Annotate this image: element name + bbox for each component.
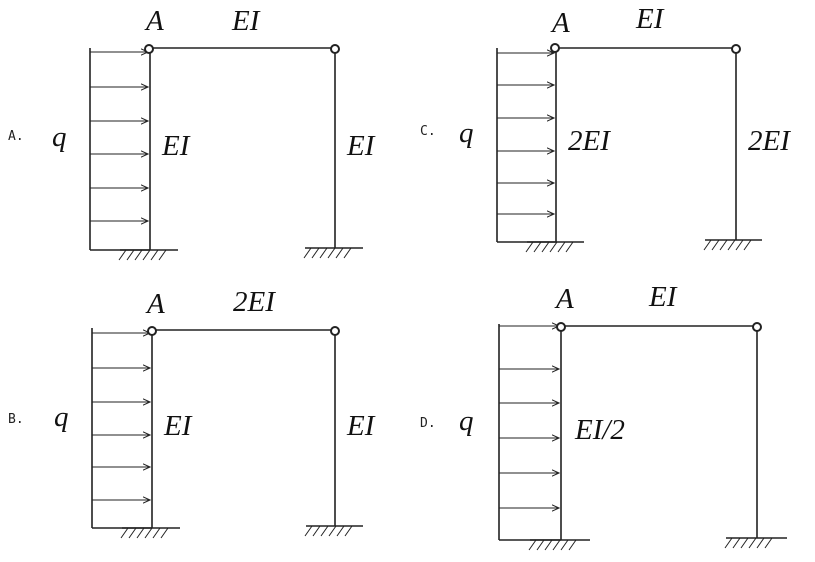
distributed-load [91,328,150,528]
fixed-support [703,239,762,251]
option-b-label: B. [8,412,24,427]
hinge-node [752,322,762,332]
option-d-label: D. [420,416,436,431]
hinge-node [731,44,741,54]
hinge-node [330,326,340,336]
beam-stiffness-label: EI [648,281,678,313]
beam-stiffness-label: EI [231,5,261,37]
option-b-frame: B. q A 2EI EI EI [8,286,376,539]
node-a-label: A [144,5,164,37]
hinge-node-a [550,43,560,53]
hinge-node [330,44,340,54]
load-q-label: q [459,117,474,149]
fixed-support [120,527,180,539]
right-column-stiffness-label: 2EI [748,125,791,157]
left-column-stiffness-label: EI/2 [574,414,625,446]
distributed-load [496,48,554,242]
left-column-stiffness-label: 2EI [568,125,611,157]
fixed-support [724,537,787,549]
option-c-label: C. [420,124,436,139]
fixed-support [303,247,363,259]
load-q-label: q [52,121,67,153]
option-a-frame: A. q A EI EI EI [8,5,376,261]
left-column-stiffness-label: EI [163,410,193,442]
fixed-support [118,249,178,261]
right-column-stiffness-label: EI [346,130,376,162]
fixed-support [528,539,590,551]
hinge-node-a [147,326,157,336]
distributed-load [89,48,148,250]
load-q-label: q [459,405,474,437]
node-a-label: A [145,288,165,320]
option-d-frame: D. q A EI EI/2 [420,281,787,551]
beam-stiffness-label: EI [635,3,665,35]
hinge-node-a [144,44,154,54]
left-column-stiffness-label: EI [161,130,191,162]
load-q-label: q [54,401,69,433]
node-a-label: A [554,283,574,315]
fixed-support [304,525,363,537]
option-a-label: A. [8,129,24,144]
option-c-frame: C. q A EI 2EI 2EI [420,3,791,253]
hinge-node-a [556,322,566,332]
node-a-label: A [550,7,570,39]
beam-stiffness-label: 2EI [233,286,276,318]
fixed-support [525,241,584,253]
distributed-load [498,324,559,540]
right-column-stiffness-label: EI [346,410,376,442]
